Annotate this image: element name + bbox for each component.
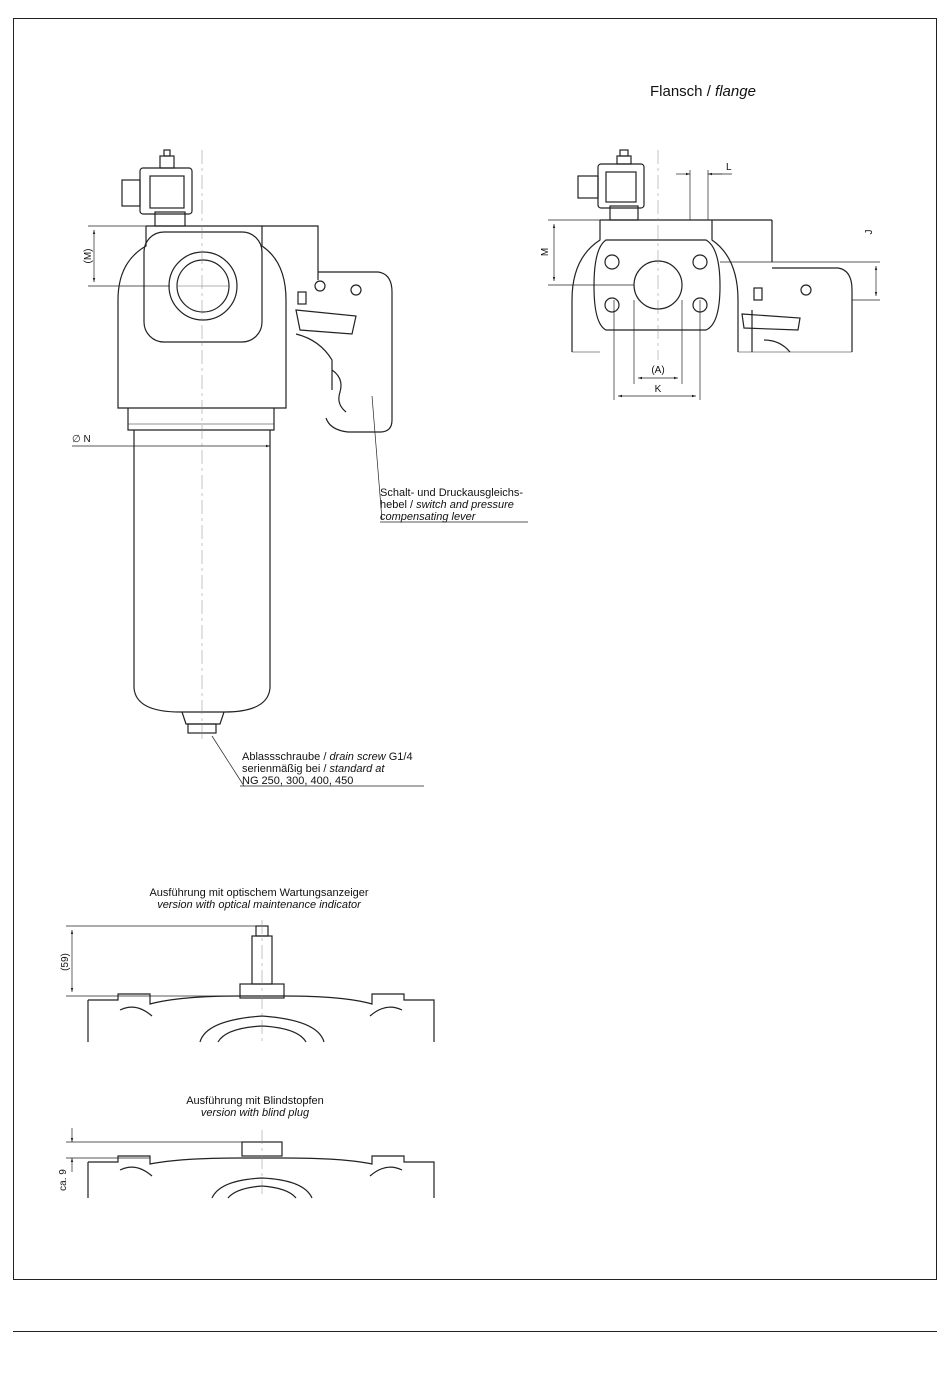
- lever-note-line3: compensating lever: [380, 511, 477, 523]
- drain-note: Ablassschraube / drain screw G1/4 serien…: [242, 751, 413, 787]
- drawing-frame: [13, 18, 937, 1280]
- electrical-connector: [121, 149, 193, 227]
- dim-N-label: ∅ N: [72, 434, 91, 445]
- flange-title-en: flange: [715, 83, 756, 100]
- drain-note-line1-tail: G1/4: [386, 751, 413, 763]
- dim-L-label: L: [726, 162, 732, 173]
- drain-note-line2-de: serienmäßig bei /: [242, 763, 329, 775]
- lever-note: Schalt- und Druckausgleichs- hebel / swi…: [380, 487, 523, 523]
- flange-view: [548, 149, 880, 400]
- drain-note-line1: Ablassschraube / drain screw G1/4: [242, 751, 413, 763]
- blind-plug-view: [66, 1128, 435, 1199]
- drain-note-line3: NG 250, 300, 400, 450: [242, 775, 353, 787]
- filter-head: [117, 225, 319, 409]
- flange-title-de: Flansch: [650, 83, 703, 100]
- dim-59-label: (59): [60, 953, 71, 971]
- dim-A-label: (A): [651, 365, 664, 376]
- filter-bowl: [127, 150, 275, 740]
- lever-note-line1: Schalt- und Druckausgleichs-: [380, 487, 523, 499]
- footer-rule: [13, 1331, 937, 1332]
- drain-note-line1-en: drain screw: [329, 751, 386, 763]
- drain-note-line1-de: Ablassschraube /: [242, 751, 329, 763]
- blind-title-de: Ausführung mit Blindstopfen: [186, 1095, 324, 1107]
- switch-lever: [295, 271, 393, 433]
- lever-note-line2: hebel / switch and pressure: [380, 499, 514, 511]
- lever-note-line2-de: hebel /: [380, 499, 416, 511]
- flange-title: Flansch / flange: [650, 83, 756, 100]
- blind-title-en: version with blind plug: [201, 1107, 310, 1119]
- optical-title-en: version with optical maintenance indicat…: [157, 899, 362, 911]
- dim-K-label: K: [655, 384, 662, 395]
- flange-title-sep: /: [703, 83, 716, 100]
- dim-ca9-label: ca. 9: [58, 1169, 69, 1191]
- drain-note-line2-en: standard at: [329, 763, 385, 775]
- dim-M-main: [88, 225, 170, 287]
- optical-title-de: Ausführung mit optischem Wartungsanzeige…: [149, 887, 368, 899]
- drain-note-line2: serienmäßig bei / standard at: [242, 763, 385, 775]
- dim-M-flange-label: M: [540, 248, 551, 256]
- dim-M-main-label: (M): [83, 249, 94, 264]
- lever-note-line2-en: switch and pressure: [416, 499, 514, 511]
- main-filter-view: [72, 149, 528, 787]
- dim-J-label: J: [864, 230, 875, 235]
- optical-indicator-view: [66, 920, 435, 1043]
